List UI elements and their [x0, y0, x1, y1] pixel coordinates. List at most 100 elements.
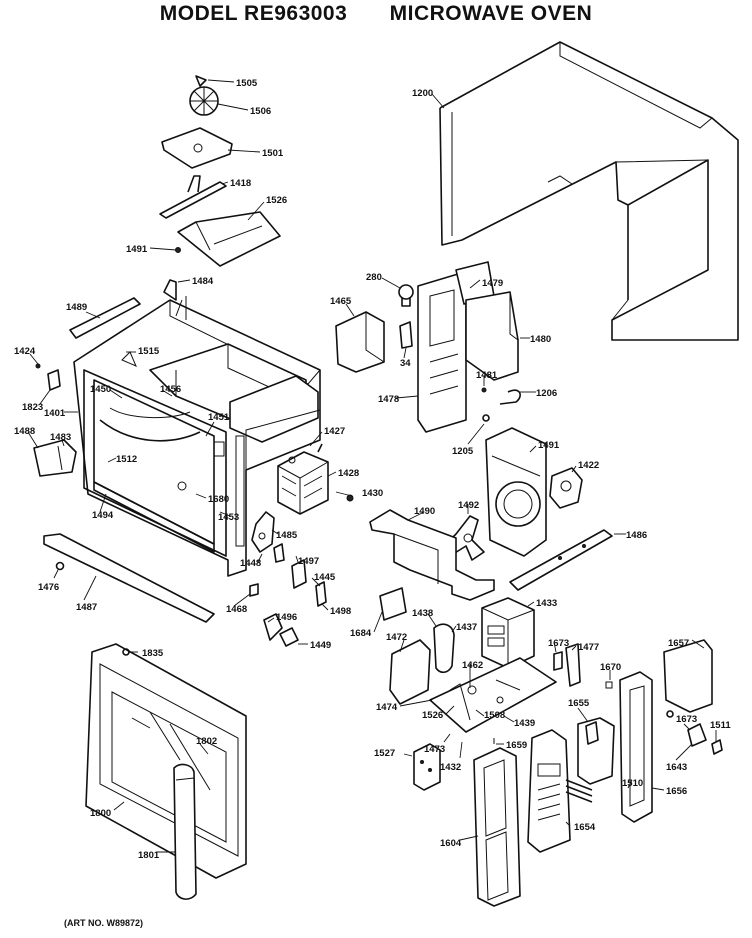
art-number: (ART NO. W89872) [64, 918, 144, 928]
label-1497: 1497 [298, 556, 319, 567]
label-1433: 1433 [536, 598, 557, 609]
base-bracket [369, 509, 495, 601]
label-1801: 1801 [138, 850, 160, 861]
label-1526-b: 1526 [422, 710, 443, 721]
label-1800: 1800 [90, 808, 111, 819]
page-title: MODEL RE963003 MICROWAVE OVEN [0, 2, 752, 26]
label-1473: 1473 [424, 744, 445, 755]
label-1684: 1684 [350, 628, 372, 639]
label-1501: 1501 [262, 148, 284, 159]
part-number-labels: 1505 1506 1501 1418 1526 1491 1484 1200 … [14, 78, 731, 861]
label-1428: 1428 [338, 468, 359, 479]
label-1490: 1490 [414, 506, 435, 517]
label-1485: 1485 [276, 530, 298, 541]
base-plate-capacitor [379, 587, 581, 791]
right-bracket [509, 529, 613, 591]
label-1465: 1465 [330, 296, 352, 307]
label-1205: 1205 [452, 446, 474, 457]
label-1491-fan: 1491 [538, 440, 560, 451]
label-1505: 1505 [236, 78, 258, 89]
label-1508: 1508 [484, 710, 505, 721]
label-1206: 1206 [536, 388, 557, 399]
oven-cavity [73, 296, 321, 577]
label-1468: 1468 [226, 604, 247, 615]
label-280: 280 [366, 272, 382, 283]
label-1477: 1477 [578, 642, 599, 653]
label-1453: 1453 [218, 512, 239, 523]
label-1422: 1422 [578, 460, 599, 471]
label-1604: 1604 [440, 838, 462, 849]
label-1437: 1437 [456, 622, 477, 633]
label-1488: 1488 [14, 426, 35, 437]
label-1673-a: 1673 [548, 638, 569, 649]
label-1200: 1200 [412, 88, 433, 99]
label-1450: 1450 [90, 384, 111, 395]
label-1418: 1418 [230, 178, 251, 189]
label-1498: 1498 [330, 606, 351, 617]
label-1643: 1643 [666, 762, 687, 773]
label-1479: 1479 [482, 278, 503, 289]
stirrer-assembly [159, 75, 281, 267]
label-1476: 1476 [38, 582, 59, 593]
label-34: 34 [400, 358, 411, 369]
label-1655: 1655 [568, 698, 590, 709]
label-1445: 1445 [314, 572, 336, 583]
label-1462: 1462 [462, 660, 483, 671]
magnetron [277, 443, 329, 515]
label-1474: 1474 [376, 702, 398, 713]
label-1427: 1427 [324, 426, 345, 437]
label-1823: 1823 [22, 402, 43, 413]
label-1489: 1489 [66, 302, 87, 313]
label-1456: 1456 [160, 384, 181, 395]
label-1802: 1802 [196, 736, 217, 747]
label-1448: 1448 [240, 558, 261, 569]
label-1472: 1472 [386, 632, 407, 643]
label-1491-top: 1491 [126, 244, 148, 255]
leader-lines [27, 79, 717, 853]
label-1486: 1486 [626, 530, 647, 541]
label-1511: 1511 [710, 720, 731, 731]
label-1438: 1438 [412, 608, 433, 619]
label-1656: 1656 [666, 786, 687, 797]
label-1506: 1506 [250, 106, 271, 117]
label-1657: 1657 [668, 638, 689, 649]
label-1510: 1510 [622, 778, 643, 789]
air-guide [417, 261, 521, 433]
label-1496: 1496 [276, 612, 297, 623]
label-1487: 1487 [76, 602, 97, 613]
control-panel-parts [473, 639, 723, 907]
label-1401: 1401 [44, 408, 66, 419]
label-1835: 1835 [142, 648, 164, 659]
label-1654: 1654 [574, 822, 596, 833]
label-1494: 1494 [92, 510, 114, 521]
lamp-socket [335, 284, 414, 373]
label-1432: 1432 [440, 762, 461, 773]
label-1451: 1451 [208, 412, 230, 423]
label-1483: 1483 [50, 432, 71, 443]
label-1680: 1680 [208, 494, 229, 505]
label-1526: 1526 [266, 195, 287, 206]
fan-motor-assembly [447, 427, 583, 561]
label-1430: 1430 [362, 488, 383, 499]
label-1480: 1480 [530, 334, 551, 345]
label-1673-b: 1673 [676, 714, 697, 725]
product-name: MICROWAVE OVEN [389, 2, 593, 25]
model-number: MODEL RE963003 [159, 2, 348, 25]
label-1515: 1515 [138, 346, 160, 357]
left-brackets [33, 279, 177, 477]
label-1492: 1492 [458, 500, 479, 511]
label-1478: 1478 [378, 394, 399, 405]
label-1484: 1484 [192, 276, 214, 287]
label-1439: 1439 [514, 718, 535, 729]
label-1481: 1481 [476, 370, 498, 381]
label-1449: 1449 [310, 640, 331, 651]
transformer [481, 597, 535, 669]
label-1527: 1527 [374, 748, 395, 759]
bottom-trim-strip [43, 533, 215, 623]
oven-door [85, 643, 247, 900]
label-1424: 1424 [14, 346, 36, 357]
outer-cabinet [439, 41, 739, 341]
label-1659: 1659 [506, 740, 527, 751]
label-1512: 1512 [116, 454, 137, 465]
